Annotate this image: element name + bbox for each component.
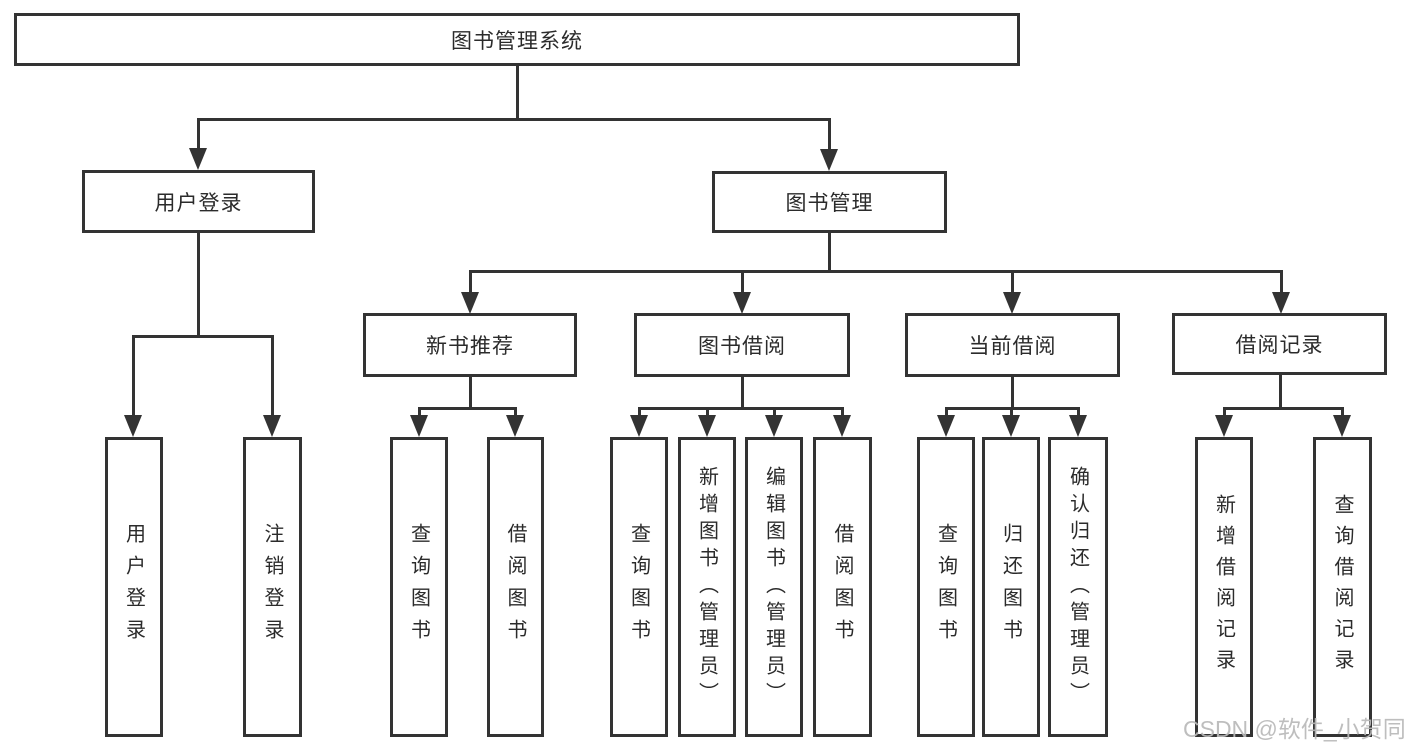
- connector-bookmgmt-bus: [469, 270, 1283, 273]
- node-leaf-user-login: 用户登录: [105, 437, 163, 737]
- connector-drop: [1280, 270, 1283, 296]
- arrow-down-icon: [820, 149, 838, 171]
- connector-drop: [271, 335, 274, 419]
- node-leaf-query-books: 查询图书: [610, 437, 668, 737]
- connector-userlogin-bus: [132, 335, 273, 338]
- connector-drop: [1011, 270, 1014, 296]
- connector-drop: [773, 407, 776, 419]
- arrow-down-icon: [1003, 292, 1021, 314]
- connector-drop: [945, 407, 948, 419]
- arrow-down-icon: [833, 415, 851, 437]
- connector-drop: [706, 407, 709, 419]
- csdn-watermark: CSDN @软件_小贺同学: [1183, 716, 1405, 742]
- arrow-down-icon: [1002, 415, 1020, 437]
- node-leaf-borrow-books: 借阅图书: [487, 437, 544, 737]
- arrow-down-icon: [124, 415, 142, 437]
- arrow-down-icon: [1333, 415, 1351, 437]
- connector-borrowrecords-bus: [1223, 407, 1344, 410]
- connector-drop: [1341, 407, 1344, 419]
- arrow-down-icon: [1215, 415, 1233, 437]
- connector-drop: [841, 407, 844, 419]
- connector-drop: [1077, 407, 1080, 419]
- connector-newbook-bus: [418, 407, 517, 410]
- arrow-down-icon: [733, 292, 751, 314]
- arrow-down-icon: [1069, 415, 1087, 437]
- arrow-down-icon: [698, 415, 716, 437]
- connector-drop-user-login: [197, 118, 200, 152]
- connector-bookborrow-bus: [638, 407, 844, 410]
- connector-newbook-stem: [469, 377, 472, 409]
- connector-currentborrow-stem: [1011, 377, 1014, 409]
- connector-drop: [1223, 407, 1226, 419]
- connector-userlogin-stem: [197, 233, 200, 337]
- connector-drop: [514, 407, 517, 419]
- arrow-down-icon: [506, 415, 524, 437]
- node-leaf-borrow-books: 借阅图书: [813, 437, 872, 737]
- arrow-down-icon: [765, 415, 783, 437]
- arrow-down-icon: [461, 292, 479, 314]
- connector-drop-book-management: [828, 118, 831, 152]
- connector-drop: [418, 407, 421, 419]
- node-leaf-query-borrow-record: 查询借阅记录: [1313, 437, 1372, 737]
- node-leaf-logout: 注销登录: [243, 437, 302, 737]
- node-leaf-confirm-return-admin: 确认归还（管理员）: [1048, 437, 1108, 737]
- node-leaf-query-books: 查询图书: [917, 437, 975, 737]
- arrow-down-icon: [1272, 292, 1290, 314]
- arrow-down-icon: [263, 415, 281, 437]
- node-leaf-add-borrow-record: 新增借阅记录: [1195, 437, 1253, 737]
- node-book-management: 图书管理: [712, 171, 947, 233]
- node-root-library-system: 图书管理系统: [14, 13, 1020, 66]
- node-new-book-recommend: 新书推荐: [363, 313, 577, 377]
- connector-drop: [132, 335, 135, 419]
- connector-root-stem: [516, 65, 519, 119]
- node-leaf-edit-books-admin: 编辑图书（管理员）: [745, 437, 803, 737]
- arrow-down-icon: [410, 415, 428, 437]
- connector-drop: [638, 407, 641, 419]
- node-user-login: 用户登录: [82, 170, 315, 233]
- node-borrow-records: 借阅记录: [1172, 313, 1387, 375]
- connector-borrowrecords-stem: [1279, 375, 1282, 409]
- arrow-down-icon: [189, 148, 207, 170]
- connector-drop: [741, 270, 744, 296]
- connector-bookmgmt-stem: [828, 233, 831, 273]
- connector-drop: [1010, 407, 1013, 419]
- connector-bookborrow-stem: [741, 377, 744, 409]
- connector-drop: [469, 270, 472, 296]
- connector-root-bus: [197, 118, 831, 121]
- arrow-down-icon: [937, 415, 955, 437]
- node-leaf-add-books-admin: 新增图书（管理员）: [678, 437, 736, 737]
- arrow-down-icon: [630, 415, 648, 437]
- node-leaf-query-books: 查询图书: [390, 437, 448, 737]
- node-leaf-return-books: 归还图书: [982, 437, 1040, 737]
- node-current-borrow: 当前借阅: [905, 313, 1120, 377]
- node-book-borrow: 图书借阅: [634, 313, 850, 377]
